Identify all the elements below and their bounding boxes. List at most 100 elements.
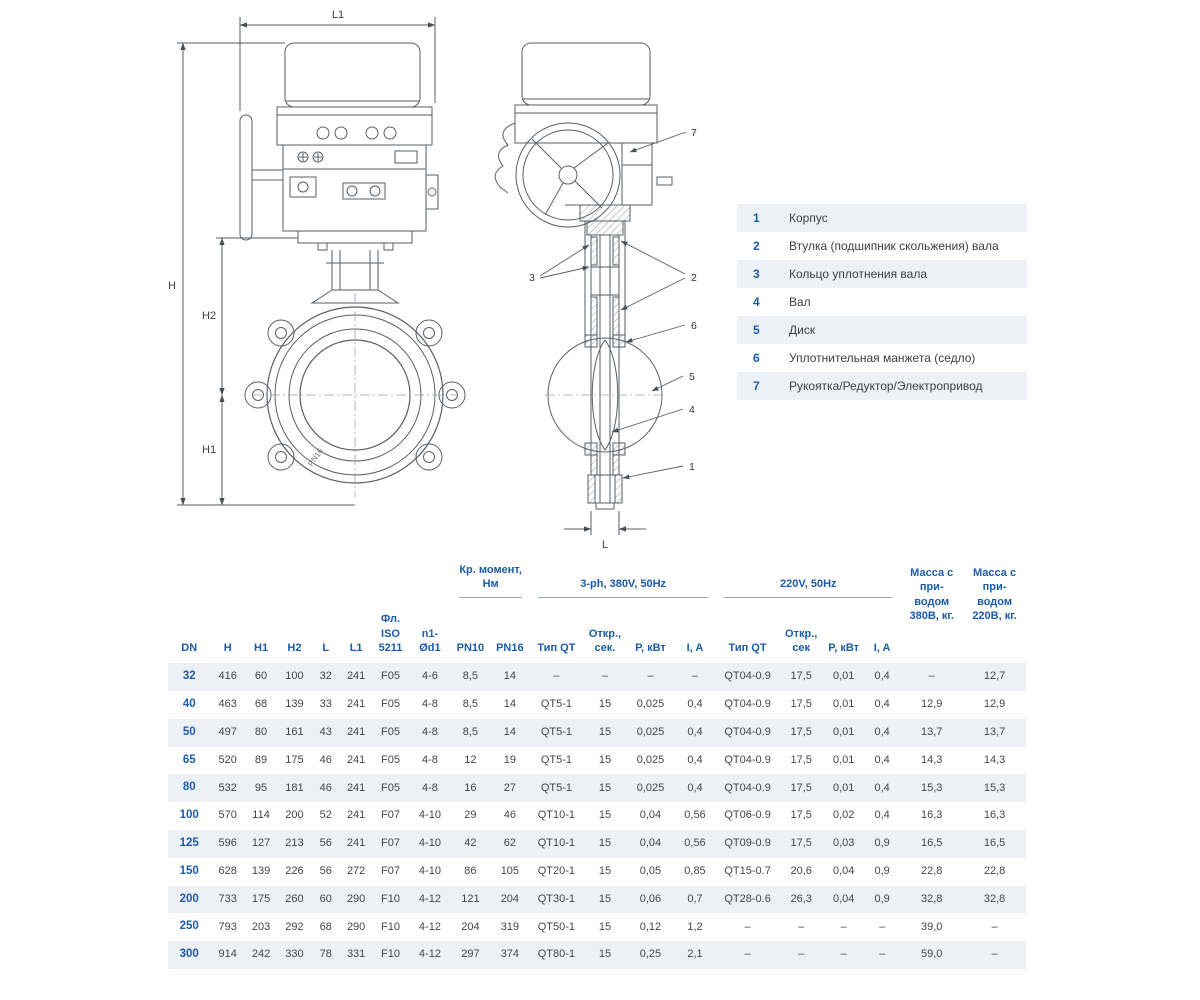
- table-cell: 17,5: [790, 809, 812, 822]
- table-cell: 161: [285, 726, 304, 739]
- table-cell: 12,9: [983, 698, 1006, 711]
- table-cell: –: [879, 948, 886, 961]
- table-cell: QT09-0.9: [724, 837, 771, 850]
- table-cell: 0,05: [639, 865, 662, 878]
- table-cell: 0,4: [687, 698, 703, 711]
- table-cell: 12,7: [983, 670, 1006, 683]
- callout-1: 1: [689, 461, 695, 473]
- table-cell: 0,01: [832, 781, 855, 794]
- table-cell: QT5-1: [540, 781, 572, 794]
- col-header-type-qt-220: Тип QT: [728, 641, 767, 654]
- table-cell: QT80-1: [537, 948, 576, 961]
- table-cell: 374: [500, 948, 520, 961]
- col-header-i-380: I, A: [686, 641, 704, 654]
- table-cell: QT28-0.6: [724, 892, 771, 905]
- table-cell: 12,9: [921, 698, 943, 711]
- legend-item-label: Кольцо уплотнения вала: [789, 267, 927, 281]
- table-cell: 0,03: [832, 837, 855, 850]
- dn-cell: 40: [182, 697, 196, 710]
- table-cell: 241: [346, 781, 366, 794]
- dn-cell: 65: [182, 753, 196, 766]
- table-cell: 0,12: [639, 920, 662, 933]
- table-cell: 14,3: [921, 753, 943, 766]
- table-cell: 68: [319, 920, 332, 933]
- table-cell: 463: [218, 698, 237, 711]
- legend-item-number: 6: [753, 351, 760, 365]
- table-cell: 27: [503, 781, 516, 794]
- table-cell: 60: [254, 670, 268, 683]
- table-cell: F07: [381, 865, 400, 878]
- table-cell: 292: [285, 920, 304, 933]
- dn-cell: 300: [179, 948, 199, 961]
- table-cell: 14: [503, 698, 516, 711]
- table-cell: 114: [252, 809, 270, 822]
- table-cell: 4-8: [421, 726, 438, 739]
- table-cell: 4-12: [418, 892, 441, 905]
- table-cell: QT06-0.9: [724, 809, 771, 822]
- col-header-h1: H1: [254, 641, 269, 654]
- spec-table-wrap: DN H H1 H2 L L1 Фл. ISO 5211 n1- Ød1 Кр.…: [168, 560, 1026, 969]
- legend-item-label: Уплотнительная манжета (седло): [789, 351, 976, 365]
- table-cell: 15,3: [921, 781, 943, 794]
- table-cell: QT10-1: [537, 809, 576, 822]
- group-header-220v: 220V, 50Hz: [716, 560, 900, 624]
- table-cell: F10: [381, 920, 400, 933]
- table-cell: QT30-1: [537, 892, 576, 905]
- legend-item-number: 7: [753, 379, 760, 393]
- table-cell: 43: [319, 726, 332, 739]
- col-header-l1: L1: [349, 641, 363, 654]
- legend-item-number: 1: [753, 211, 760, 225]
- legend-item: 6 Уплотнительная манжета (седло): [737, 344, 1027, 372]
- table-cell: 0,01: [832, 726, 855, 739]
- table-cell: 8,5: [462, 670, 479, 683]
- col-header-l: L: [322, 641, 330, 654]
- table-cell: 13,7: [921, 726, 943, 739]
- table-cell: 0,85: [684, 865, 706, 878]
- table-cell: 0,025: [636, 753, 665, 766]
- table-cell: 914: [218, 948, 237, 961]
- table-cell: 12: [464, 753, 477, 766]
- callout-leaders: [539, 131, 687, 480]
- table-cell: 14: [503, 670, 516, 683]
- dim-h2-label: H2: [202, 310, 216, 322]
- table-cell: 213: [285, 837, 304, 850]
- table-cell: 15: [598, 781, 612, 794]
- col-header-dn: DN: [181, 641, 198, 654]
- table-cell: 59,0: [921, 948, 943, 961]
- table-cell: –: [840, 948, 847, 961]
- table-cell: 0,7: [687, 892, 703, 905]
- dn-cell: 150: [179, 864, 199, 877]
- table-cell: 570: [218, 809, 237, 822]
- table-cell: 17,5: [790, 670, 812, 683]
- legend-item-label: Корпус: [789, 211, 828, 225]
- table-cell: 260: [285, 892, 304, 905]
- table-cell: 0,025: [636, 781, 665, 794]
- col-header-p-380: P, кВт: [635, 641, 666, 654]
- table-cell: 46: [319, 781, 332, 794]
- table-cell: 733: [218, 892, 237, 905]
- table-cell: 127: [251, 837, 271, 850]
- table-cell: –: [798, 920, 805, 933]
- table-cell: 19: [503, 753, 516, 766]
- table-cell: 78: [319, 948, 332, 961]
- table-cell: 204: [461, 920, 480, 933]
- table-cell: 226: [285, 865, 304, 878]
- table-cell: 0,4: [687, 781, 703, 794]
- legend-item-label: Диск: [789, 323, 816, 337]
- table-cell: 14: [503, 726, 516, 739]
- col-header-p-220: P, кВт: [828, 641, 860, 654]
- table-cell: 175: [251, 892, 271, 905]
- col-header-i-220: I, A: [873, 641, 891, 654]
- table-cell: 272: [346, 865, 366, 878]
- table-cell: 60: [319, 892, 332, 905]
- table-cell: 33: [319, 698, 332, 711]
- table-cell: 319: [500, 920, 520, 933]
- table-cell: 0,4: [874, 809, 890, 822]
- table-cell: F10: [381, 892, 400, 905]
